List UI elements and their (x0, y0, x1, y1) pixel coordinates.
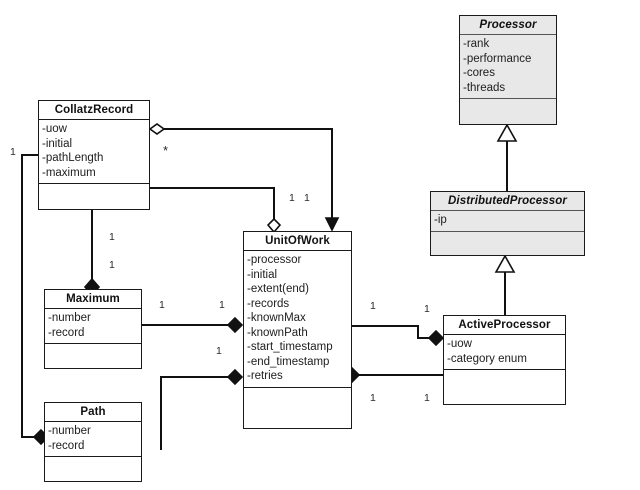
multiplicity-label-m-cr-max-b: 1 (109, 259, 115, 271)
class-box-processor[interactable]: Processor -rank -performance -cores -threads (459, 15, 557, 125)
attribute-row: -retries (247, 370, 283, 382)
multiplicity-label-m-uow-top-a: 1 (289, 192, 295, 204)
attribute-row: -pathLength (42, 152, 104, 164)
multiplicity-label-m-uow-top-b: 1 (304, 192, 310, 204)
class-name-collatzrecord: CollatzRecord (39, 101, 149, 120)
attribute-row: -category enum (447, 352, 527, 365)
edge-activeprocessor-unitofwork-composition-bottom (343, 366, 443, 384)
class-box-maximum[interactable]: Maximum -number -record (44, 289, 142, 369)
edge-path-unitofwork-composition (160, 368, 244, 450)
multiplicity-label-m-uow-ap-bot-a: 1 (370, 392, 376, 404)
attribute-row: -performance (463, 52, 532, 65)
attribute-row: -extent(end) (247, 283, 310, 295)
multiplicity-label-m-max-uow-b: 1 (219, 299, 225, 311)
multiplicity-label-m-uow-ap-top-a: 1 (370, 300, 376, 312)
edge-distributedprocessor-processor-generalization (496, 123, 518, 191)
class-box-path[interactable]: Path -number -record (44, 402, 142, 482)
attribute-row: -maximum (42, 166, 96, 179)
attribute-row: -initial (247, 268, 278, 281)
class-attributes-processor: -rank -performance -cores -threads (460, 35, 556, 99)
attribute-row: -knownMax (247, 312, 306, 324)
class-box-distributedprocessor[interactable]: DistributedProcessor -ip (430, 191, 585, 256)
attribute-row: -end_timestamp (247, 355, 330, 368)
class-attributes-activeprocessor: -uow -category enum (444, 335, 565, 370)
attribute-row: -record (48, 439, 85, 452)
class-name-path: Path (45, 403, 141, 422)
edge-activeprocessor-distributedprocessor-generalization (494, 254, 516, 315)
class-name-maximum: Maximum (45, 290, 141, 309)
attribute-row: -threads (463, 81, 506, 94)
class-name-activeprocessor: ActiveProcessor (444, 316, 565, 335)
attribute-row: -number (48, 312, 91, 324)
edge-maximum-unitofwork-composition (142, 316, 244, 334)
class-box-collatzrecord[interactable]: CollatzRecord -uow -initial -pathLength -max… (38, 100, 150, 210)
class-attributes-distributedprocessor: -ip (431, 211, 584, 232)
class-name-processor: Processor (460, 16, 556, 35)
attribute-row: -cores (463, 67, 495, 79)
attribute-row: -knownPath (247, 326, 308, 339)
multiplicity-label-m-left-outer: 1 (10, 146, 16, 158)
multiplicity-label-m-cr-agg-star: * (163, 143, 170, 158)
class-attributes-path: -number -record (45, 422, 141, 457)
class-name-unitofwork: UnitOfWork (244, 232, 351, 251)
attribute-row: -start_timestamp (247, 341, 333, 353)
edge-collatzrecord-unitofwork-composition (150, 187, 282, 234)
multiplicity-label-m-path-uow-a: 1 (216, 345, 222, 357)
multiplicity-label-m-cr-max-a: 1 (109, 231, 115, 243)
attribute-row: -number (48, 425, 91, 437)
attribute-row: -rank (463, 38, 490, 50)
class-attributes-unitofwork: -processor -initial -extent(end) -records -k… (244, 251, 351, 388)
edge-collatzrecord-unitofwork-aggregation (148, 123, 340, 232)
multiplicity-label-m-uow-ap-bot-b: 1 (424, 392, 430, 404)
attribute-row: -ip (434, 214, 447, 226)
attribute-row: -records (247, 297, 290, 310)
class-name-distributedprocessor: DistributedProcessor (431, 192, 584, 211)
class-attributes-collatzrecord: -uow -initial -pathLength -maximum (39, 120, 149, 184)
attribute-row: -record (48, 326, 85, 339)
attribute-row: -uow (447, 338, 472, 350)
class-attributes-maximum: -number -record (45, 309, 141, 344)
attribute-row: -processor (247, 254, 302, 266)
multiplicity-label-m-max-uow-a: 1 (159, 299, 165, 311)
edge-collatzrecord-maximum-composition (83, 210, 101, 297)
attribute-row: -uow (42, 123, 67, 135)
class-box-activeprocessor[interactable]: ActiveProcessor -uow -category enum (443, 315, 566, 405)
multiplicity-label-m-uow-ap-top-b: 1 (424, 303, 430, 315)
edge-unitofwork-activeprocessor-composition-top (352, 325, 445, 347)
class-box-unitofwork[interactable]: UnitOfWork -processor -initial -extent(end)… (243, 231, 352, 429)
attribute-row: -initial (42, 137, 73, 150)
